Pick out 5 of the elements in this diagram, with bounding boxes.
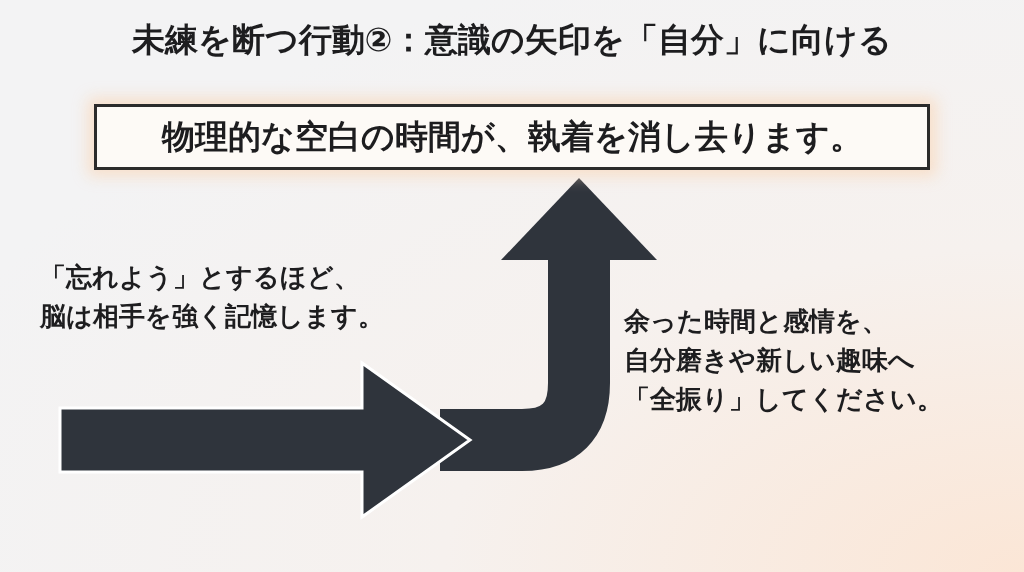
note-text: 余った時間と感情を、自分磨きや新しい趣味へ「全振り」してください。 — [624, 305, 944, 416]
callout-text: 物理的な空白の時間が、執着を消し去ります。 — [161, 115, 863, 158]
callout-box — [94, 104, 930, 170]
title: 未練を断つ行動②：意識の矢印を「自分」に向ける — [130, 19, 894, 61]
note-text: 「忘れよう」とするほど、脳は相手を強く記憶します。 — [40, 261, 385, 333]
